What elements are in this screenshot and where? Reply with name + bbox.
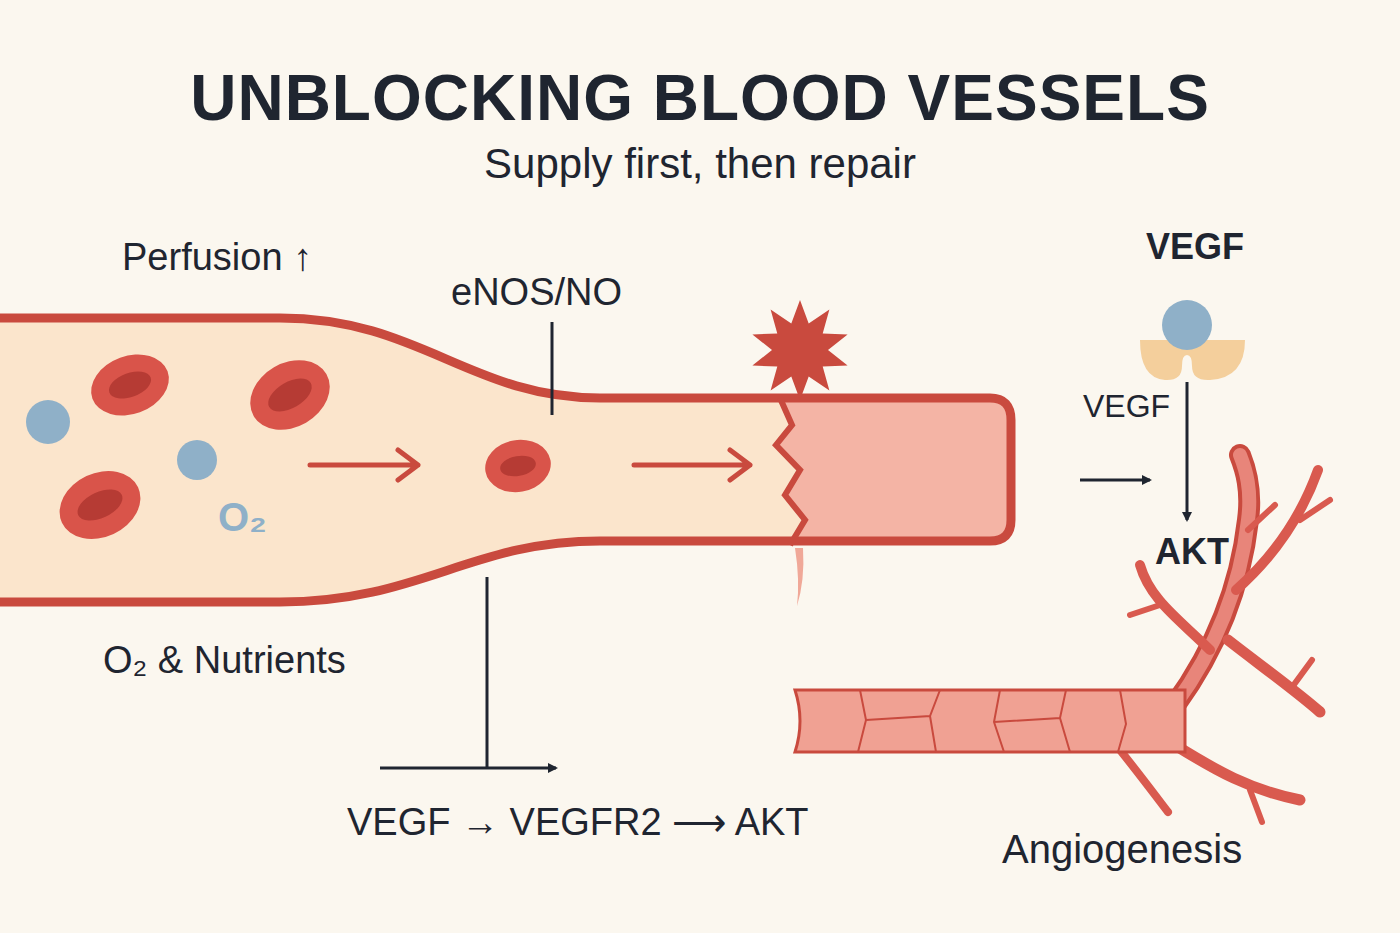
vessel-crack: [776, 398, 805, 545]
signal-line: [486, 577, 489, 768]
vessel-wall: [0, 318, 1011, 602]
vessel-trunk: [795, 690, 1185, 752]
akt-label: AKT: [1155, 531, 1229, 572]
endothelial-cells: [858, 690, 1126, 752]
blocked-segment: [776, 398, 1011, 541]
receptor-arrow: [1186, 382, 1189, 520]
repair-arrow: [1080, 479, 1150, 482]
new-vessel: [1120, 455, 1330, 822]
pathway-label: VEGF → VEGFR2 ⟶ AKT: [347, 801, 809, 845]
diagram-title: UNBLOCKING BLOOD VESSELS: [190, 62, 1210, 136]
rupture-burst: [752, 300, 847, 400]
oxygen-label: O₂: [218, 494, 267, 540]
angiogenesis-label: Angiogenesis: [1002, 826, 1242, 872]
vegf-label: VEGF: [1083, 388, 1170, 425]
subtitle: Supply first, then repair: [484, 140, 916, 188]
drip: [795, 548, 803, 606]
vegf-ligand: [1162, 300, 1212, 350]
signal-arrow: [380, 767, 556, 770]
oxygen-particles: [26, 400, 217, 480]
red-blood-cells: [48, 344, 555, 552]
enos-leader: [551, 322, 554, 415]
supply-label: O₂ & Nutrients: [103, 639, 346, 683]
flow-arrows: [310, 450, 750, 480]
enos-label: eNOS/NO: [451, 271, 622, 315]
perfusion-label: Perfusion ↑: [122, 236, 312, 280]
vessel-fill: [0, 318, 1011, 602]
vegf-heading: VEGF: [1146, 226, 1244, 267]
